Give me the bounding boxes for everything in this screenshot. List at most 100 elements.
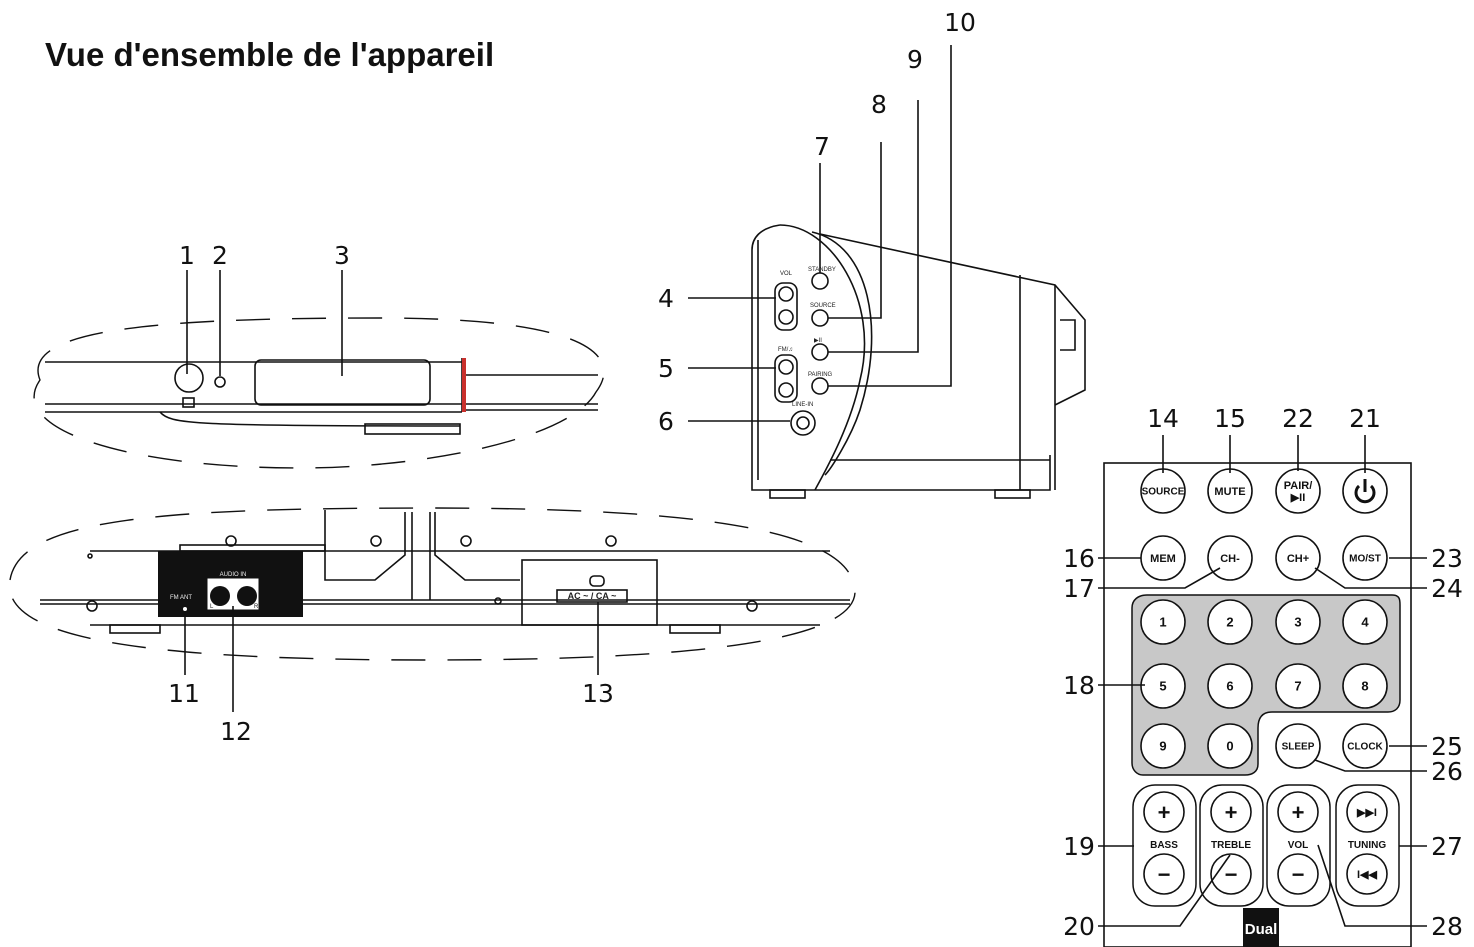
side-play-pause-label: ▶II [814,338,822,344]
clock-button[interactable]: CLOCK [1342,723,1388,769]
treble-minus-button[interactable]: − [1210,853,1252,895]
rear-view: AUDIO IN FM ANT L R AC ~ / CA ~ [8,507,856,661]
callout-7: 7 [814,132,830,161]
digit-8-button-label: 8 [1361,679,1368,694]
source-button-label: SOURCE [1142,487,1185,498]
next-button[interactable]: ▶▶I [1346,791,1388,833]
callout-4: 4 [658,284,674,313]
digit-1-button[interactable]: 1 [1140,599,1186,645]
vol-label: VOL [1288,840,1309,851]
treble-plus-button-circle[interactable] [1210,791,1252,833]
treble-plus-button[interactable]: + [1210,791,1252,833]
most-button[interactable]: MO/ST [1342,535,1388,581]
mute-button[interactable]: MUTE [1207,468,1253,514]
digit-2-button[interactable]: 2 [1207,599,1253,645]
side-source-label: SOURCE [810,303,836,309]
source-button[interactable] [811,309,829,327]
ch-plus-button[interactable]: CH+ [1275,535,1321,581]
digit-7-button[interactable]: 7 [1275,663,1321,709]
callout-17: 17 [1063,574,1095,603]
sleep-button-circle[interactable] [1275,723,1321,769]
most-button-circle[interactable] [1342,535,1388,581]
digit-3-button[interactable]: 3 [1275,599,1321,645]
digit-9-button[interactable]: 9 [1140,723,1186,769]
ac-label: AC ~ / CA ~ [568,591,617,601]
line-in-jack[interactable] [790,410,816,436]
callout-8: 8 [871,90,887,119]
vol-plus-button-label: + [1292,800,1305,825]
clock-button-circle[interactable] [1342,723,1388,769]
digit-9-button-circle[interactable] [1140,723,1186,769]
callout-19: 19 [1063,832,1095,861]
digit-7-button-label: 7 [1294,679,1301,694]
pair-play-button[interactable]: PAIR/▶II [1275,468,1321,514]
ch-minus-button[interactable]: CH- [1207,535,1253,581]
digit-3-button-circle[interactable] [1275,599,1321,645]
callout-27: 27 [1431,832,1463,861]
digit-1-button-label: 1 [1159,615,1166,630]
callout-18: 18 [1063,671,1095,700]
source-button[interactable]: SOURCE [1140,468,1186,514]
digit-0-button[interactable]: 0 [1207,723,1253,769]
pair-play-button-label: PAIR/ [1284,480,1313,492]
ir-sensor [174,363,204,393]
bass-minus-button[interactable]: − [1143,853,1185,895]
callout-10: 10 [944,8,976,37]
callout-14: 14 [1147,404,1179,433]
vol-plus-button[interactable]: + [1277,791,1319,833]
digit-4-button[interactable]: 4 [1342,599,1388,645]
ch-plus-button-circle[interactable] [1275,535,1321,581]
digit-8-button[interactable]: 8 [1342,663,1388,709]
digit-6-button[interactable]: 6 [1207,663,1253,709]
callout-9: 9 [907,45,923,74]
vol-minus-button[interactable]: − [1277,853,1319,895]
pairing-button[interactable] [811,377,829,395]
bass-label: BASS [1150,840,1178,851]
digit-7-button-circle[interactable] [1275,663,1321,709]
page-title: Vue d'ensemble de l'appareil [45,36,495,73]
mem-button[interactable]: MEM [1140,535,1186,581]
treble-minus-button-label: − [1225,862,1238,887]
digit-9-button-label: 9 [1159,739,1166,754]
sleep-button[interactable]: SLEEP [1275,723,1321,769]
front-view [33,317,605,469]
pair-play-button-label: ▶II [1290,492,1306,504]
digit-5-button-label: 5 [1159,679,1166,694]
callout-13: 13 [582,679,614,708]
play-pause-button[interactable] [811,343,829,361]
number-pad [1131,594,1401,776]
digit-4-button-label: 4 [1361,615,1369,630]
callout-11: 11 [168,679,200,708]
bass-plus-button-circle[interactable] [1143,791,1185,833]
digit-1-button-circle[interactable] [1140,599,1186,645]
digit-2-button-circle[interactable] [1207,599,1253,645]
vol-plus-button-circle[interactable] [1277,791,1319,833]
digit-0-button-circle[interactable] [1207,723,1253,769]
callout-23: 23 [1431,544,1463,573]
prev-button-circle[interactable] [1346,853,1388,895]
digit-6-button-circle[interactable] [1207,663,1253,709]
digit-5-button-circle[interactable] [1140,663,1186,709]
bass-minus-button-circle[interactable] [1143,853,1185,895]
brand-text: Dual [1245,921,1278,938]
bass-plus-button[interactable]: + [1143,791,1185,833]
sleep-button-label: SLEEP [1282,742,1315,753]
digit-5-button[interactable]: 5 [1140,663,1186,709]
callout-numbers: 1 2 3 4 5 6 7 8 9 10 11 12 13 14 15 16 1… [168,8,1463,941]
callout-6: 6 [658,407,674,436]
audio-in-label: AUDIO IN [220,572,247,578]
brand-logo [1243,908,1279,947]
ch-minus-button-label: CH- [1220,553,1240,565]
side-vol-label: VOL [780,271,793,277]
power-button[interactable] [1342,468,1388,514]
next-button-circle[interactable] [1346,791,1388,833]
vol-minus-button-circle[interactable] [1277,853,1319,895]
clock-button-label: CLOCK [1347,742,1383,753]
side-view: VOL STANDBY SOURCE ▶II FM/♫ PAIRING LINE… [751,224,1086,499]
digit-4-button-circle[interactable] [1342,599,1388,645]
bass-minus-button-label: − [1158,862,1171,887]
prev-button[interactable]: I◀◀ [1346,853,1388,895]
treble-minus-button-circle[interactable] [1210,853,1252,895]
standby-button[interactable] [811,272,829,290]
digit-8-button-circle[interactable] [1342,663,1388,709]
